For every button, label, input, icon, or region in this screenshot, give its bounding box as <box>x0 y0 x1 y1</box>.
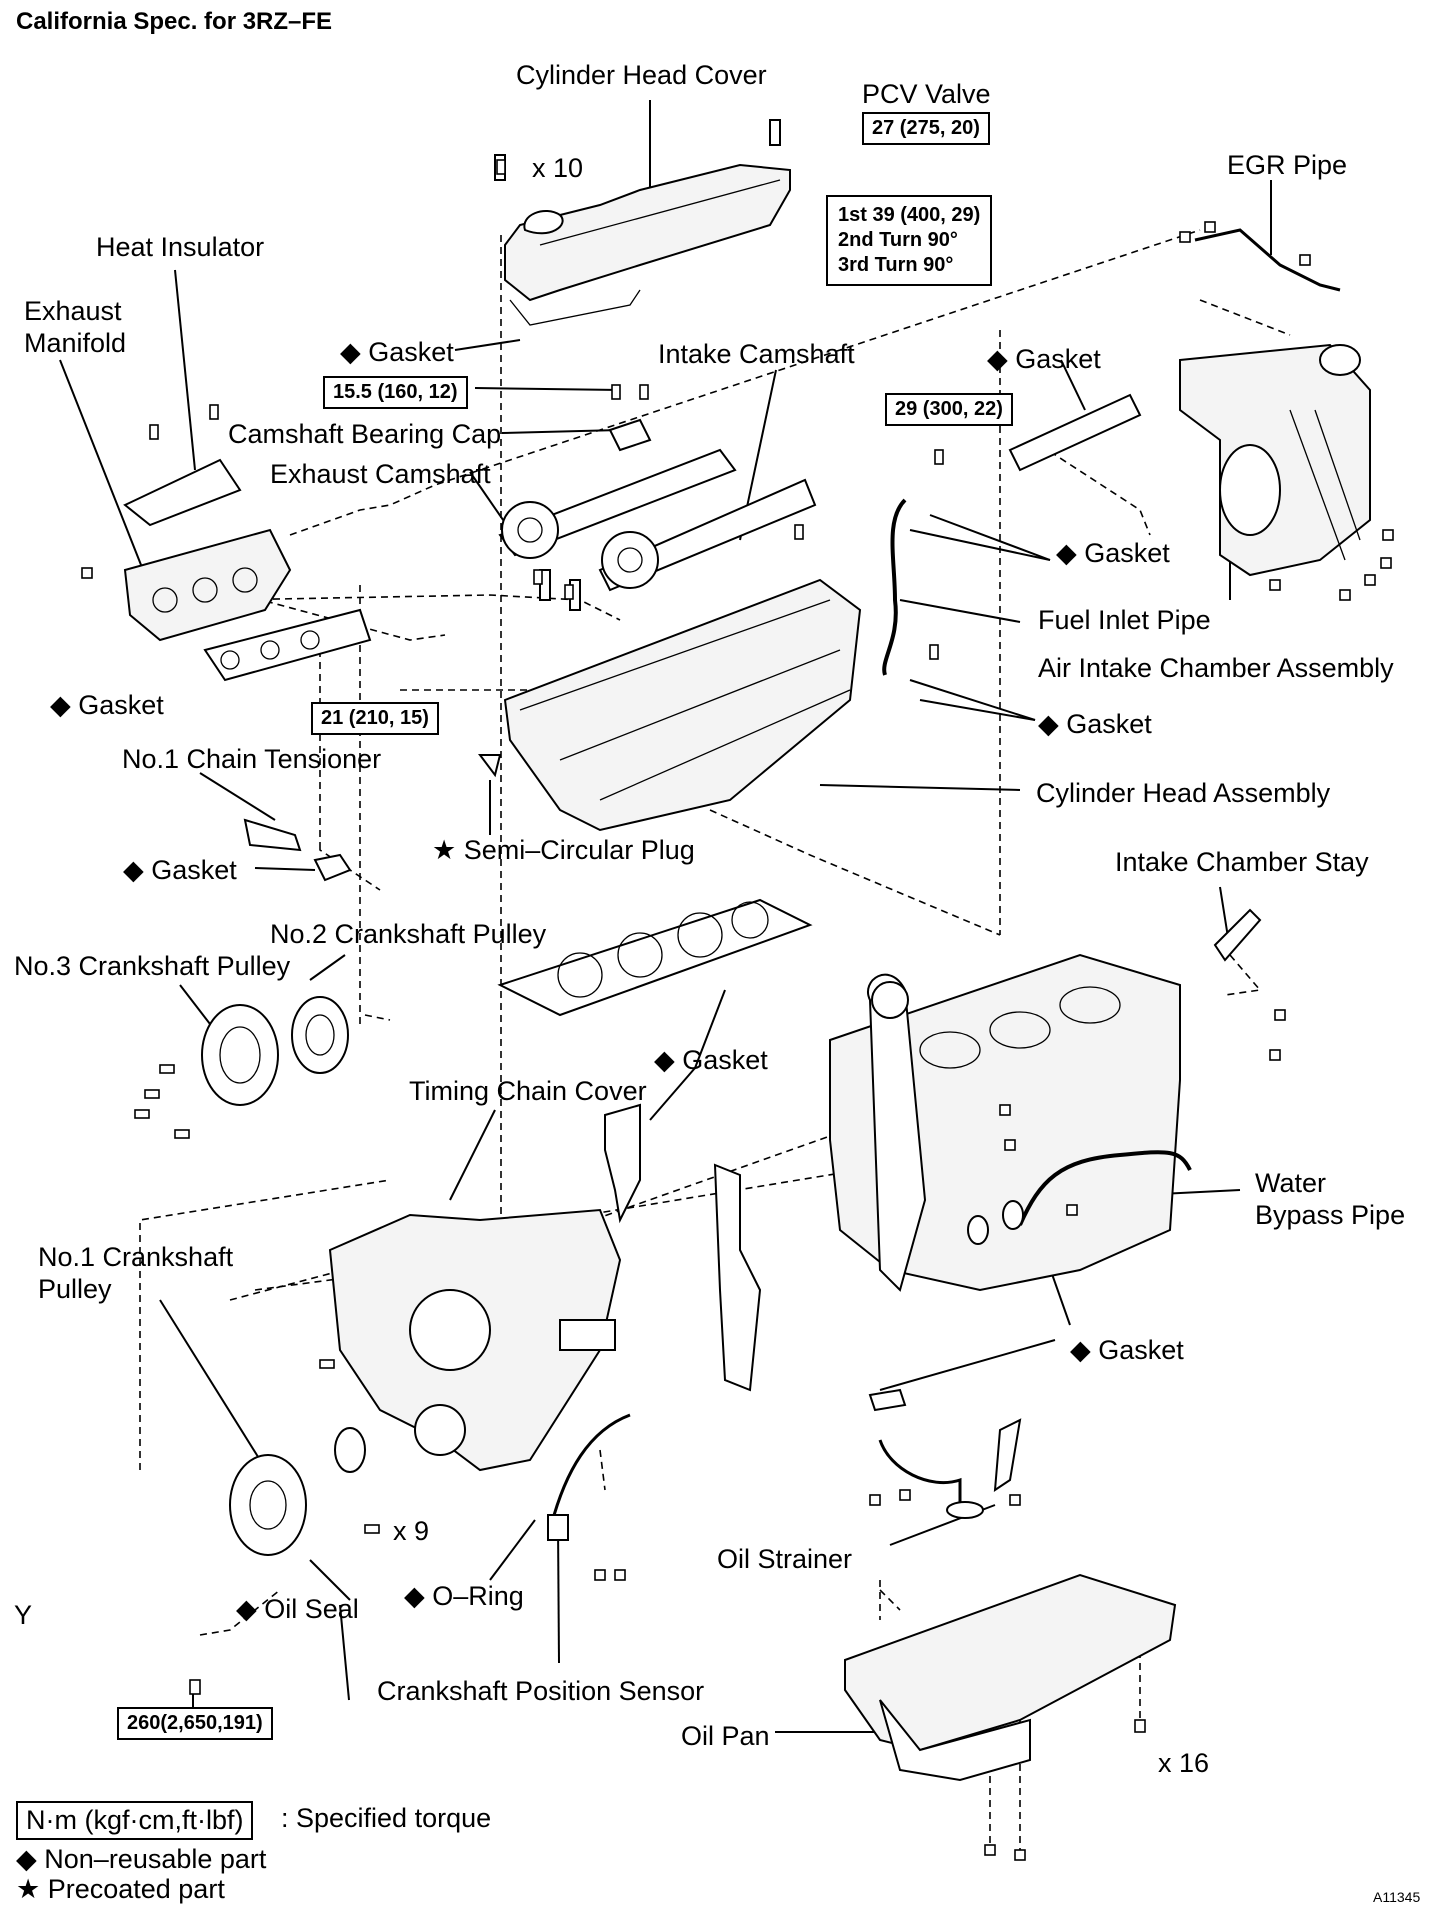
cylinder-head-shape <box>503 569 862 832</box>
label-pcv-valve: PCV Valve <box>862 79 991 109</box>
label-no3-crankshaft-pulley: No.3 Crankshaft Pulley <box>14 951 291 981</box>
engine-block-shape <box>829 953 1181 1292</box>
egr-pipe-shape <box>1194 228 1341 292</box>
label-x10: x 10 <box>532 153 584 183</box>
cylinder-head-cover-shape <box>494 119 791 326</box>
oil-strainer-shape <box>868 1388 1022 1519</box>
label-gasket-tensioner: ◆ Gasket <box>123 855 237 885</box>
label-cylinder-head-cover: Cylinder Head Cover <box>516 60 767 90</box>
label-fuel-inlet-pipe: Fuel Inlet Pipe <box>1038 605 1211 635</box>
label-semi-circular-plug: ★ Semi–Circular Plug <box>432 835 695 865</box>
legend-nonreusable: ◆ Non–reusable part <box>16 1844 267 1874</box>
leader-lines <box>59 100 1272 1733</box>
dashed-lines <box>139 229 1291 1855</box>
label-gasket-bypass: ◆ Gasket <box>1070 1335 1184 1365</box>
label-timing-chain-cover: Timing Chain Cover <box>409 1076 647 1106</box>
torque-head-front: 21 (210, 15) <box>311 702 439 735</box>
water-bypass-pipe-shape <box>1018 1150 1192 1226</box>
torque-head-bolt-step3: 3rd Turn 90° <box>838 254 954 276</box>
semi-circular-plug-shape <box>478 754 502 778</box>
torque-head-bolt-step2: 2nd Turn 90° <box>838 229 958 251</box>
crankshaft-pulleys-shape <box>201 996 349 1556</box>
intake-chamber-stay-shape <box>1213 908 1262 962</box>
label-water-bypass-1: Water <box>1255 1168 1327 1198</box>
label-oil-strainer: Oil Strainer <box>717 1544 853 1574</box>
label-crankshaft-position-sensor: Crankshaft Position Sensor <box>377 1676 705 1706</box>
label-cylinder-head-assembly: Cylinder Head Assembly <box>1036 778 1331 808</box>
torque-fuel-pipe: 29 (300, 22) <box>885 393 1013 426</box>
figure-code: A11345 <box>1373 1889 1421 1905</box>
label-gasket-intake: ◆ Gasket <box>987 344 1101 374</box>
air-intake-chamber-shape <box>1179 343 1371 577</box>
label-o-ring: ◆ O–Ring <box>404 1581 524 1611</box>
label-x16: x 16 <box>1158 1748 1210 1778</box>
label-air-intake-chamber: Air Intake Chamber Assembly <box>1038 653 1394 683</box>
oil-pan-shape <box>844 1573 1177 1782</box>
label-x9: x 9 <box>393 1516 430 1546</box>
label-exhaust-camshaft: Exhaust Camshaft <box>270 459 491 489</box>
bolts <box>81 159 1394 1861</box>
oil-seal-shape <box>334 1427 366 1473</box>
label-no1-chain-tensioner: No.1 Chain Tensioner <box>122 744 382 774</box>
label-no1-crankshaft-pulley-2: Pulley <box>38 1274 112 1304</box>
label-oil-pan: Oil Pan <box>681 1721 770 1751</box>
exhaust-manifold-shape <box>123 458 372 682</box>
camshafts-shape <box>498 448 817 592</box>
torque-bearing-cap: 15.5 (160, 12) <box>323 376 468 409</box>
torque-pcv-valve: 27 (275, 20) <box>862 112 990 145</box>
label-exhaust-manifold-1: Exhaust <box>24 296 122 326</box>
crank-sensor-shape <box>548 1413 631 1531</box>
label-exhaust-manifold-2: Manifold <box>24 328 127 358</box>
bearing-cap-shape <box>608 418 652 452</box>
label-intake-camshaft: Intake Camshaft <box>658 339 855 369</box>
label-no2-crankshaft-pulley: No.2 Crankshaft Pulley <box>270 919 547 949</box>
timing-chain-cover-shape <box>328 1208 622 1472</box>
label-gasket-timing: ◆ Gasket <box>654 1045 768 1075</box>
fuel-inlet-pipe-shape <box>882 498 907 676</box>
diagram-title: California Spec. for 3RZ–FE <box>16 8 333 35</box>
chain-tensioner-shape <box>243 818 302 852</box>
label-heat-insulator: Heat Insulator <box>96 232 265 262</box>
legend-unit-box: N·m (kgf·cm,ft·lbf) <box>16 1801 254 1841</box>
label-gasket-exhaust: ◆ Gasket <box>50 690 164 720</box>
torque-head-bolt-step1: 1st 39 (400, 29) <box>838 204 981 226</box>
torque-crank-pulley: 260(2,650,191) <box>117 1707 273 1740</box>
label-intake-chamber-stay: Intake Chamber Stay <box>1115 847 1369 877</box>
label-water-bypass-2: Bypass Pipe <box>1255 1200 1406 1230</box>
label-gasket-fuel-2: ◆ Gasket <box>1038 709 1152 739</box>
label-camshaft-bearing-cap: Camshaft Bearing Cap <box>228 419 502 449</box>
label-gasket-fuel-1: ◆ Gasket <box>1056 538 1170 568</box>
timing-gasket-shape <box>604 1103 641 1224</box>
legend-precoated: ★ Precoated part <box>16 1874 225 1904</box>
head-gasket-shape <box>497 898 813 1017</box>
label-gasket-head-cover: ◆ Gasket <box>340 337 454 367</box>
label-oil-seal: ◆ Oil Seal <box>236 1594 359 1624</box>
label-no1-crankshaft-pulley-1: No.1 Crankshaft <box>38 1242 234 1272</box>
intake-gasket-shape <box>1008 393 1142 472</box>
legend-unit-desc: : Specified torque <box>281 1803 492 1833</box>
label-egr-pipe: EGR Pipe <box>1227 150 1348 180</box>
torque-head-bolt: 1st 39 (400, 29) 2nd Turn 90° 3rd Turn 9… <box>826 195 993 286</box>
corner-mark: Y <box>14 1600 33 1630</box>
